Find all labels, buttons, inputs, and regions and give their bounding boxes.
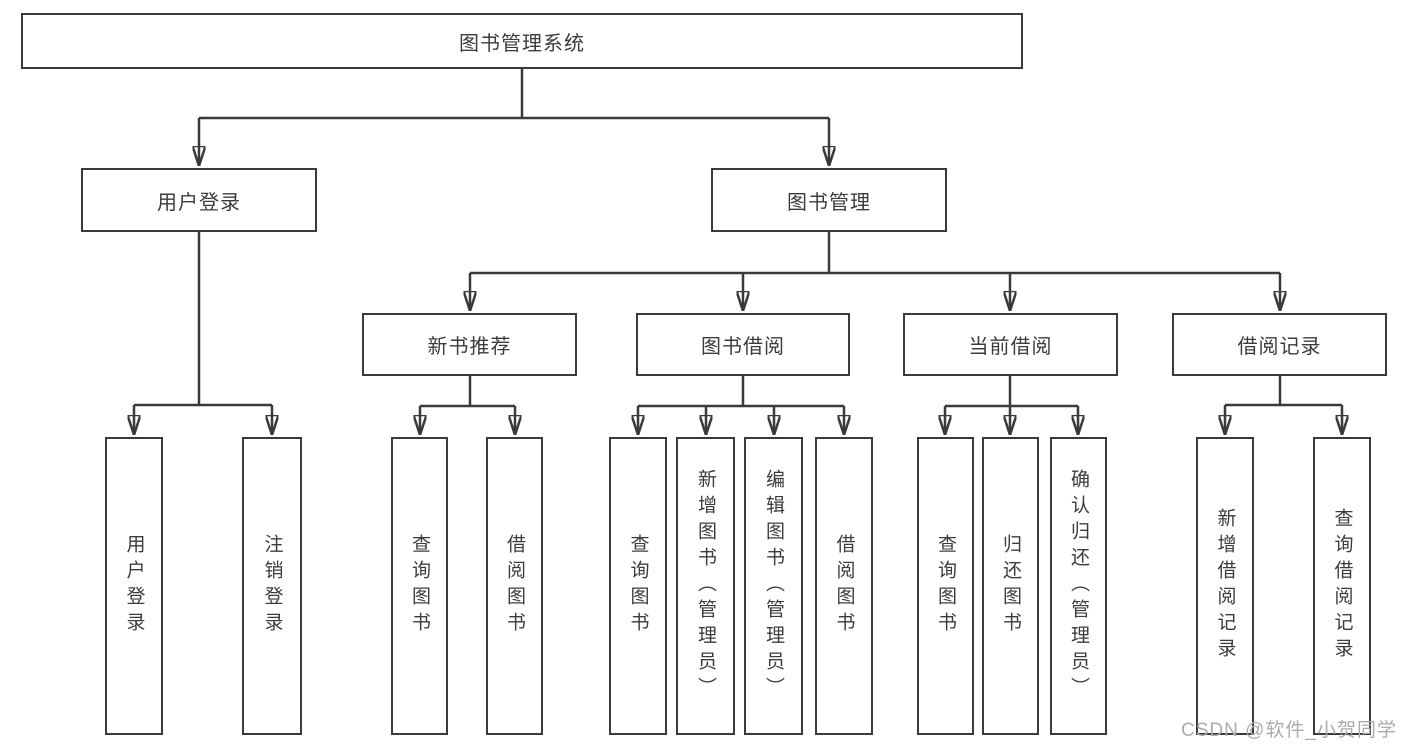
connector-new-book-children (420, 376, 515, 435)
node-borrow-record: 借阅记录 (1172, 313, 1387, 376)
leaf-newbook-borrow: 借阅图书 (486, 437, 543, 735)
leaf-borrow-query: 查询图书 (609, 437, 667, 735)
node-book-borrow: 图书借阅 (636, 313, 850, 376)
leaf-logout: 注销登录 (242, 437, 302, 735)
leaf-current-return: 归还图书 (982, 437, 1039, 735)
node-current-borrow: 当前借阅 (903, 313, 1118, 376)
leaf-user-login: 用户登录 (105, 437, 163, 735)
connector-borrow-record-children (1225, 376, 1342, 435)
leaf-borrow-add-admin: 新增图书（管理员） (676, 437, 735, 735)
leaf-borrow-borrow: 借阅图书 (815, 437, 873, 735)
connector-user-login-children (134, 232, 272, 435)
leaf-borrow-edit-admin: 编辑图书（管理员） (744, 437, 803, 735)
watermark: CSDN @软件_小贺同学 (1181, 720, 1397, 741)
connector-root-to-level2 (199, 69, 829, 166)
connector-current-borrow-children (945, 376, 1078, 435)
node-root: 图书管理系统 (21, 13, 1023, 69)
leaf-current-confirm-admin: 确认归还（管理员） (1050, 437, 1107, 735)
leaf-newbook-query: 查询图书 (391, 437, 448, 735)
connector-book-mgmt-children (470, 232, 1280, 311)
node-new-book-recommend: 新书推荐 (362, 313, 577, 376)
leaf-record-add: 新增借阅记录 (1196, 437, 1254, 735)
leaf-record-query: 查询借阅记录 (1313, 437, 1371, 735)
node-book-mgmt: 图书管理 (711, 168, 947, 232)
leaf-current-query: 查询图书 (917, 437, 974, 735)
node-user-login: 用户登录 (81, 168, 317, 232)
connector-book-borrow-children (638, 376, 844, 435)
